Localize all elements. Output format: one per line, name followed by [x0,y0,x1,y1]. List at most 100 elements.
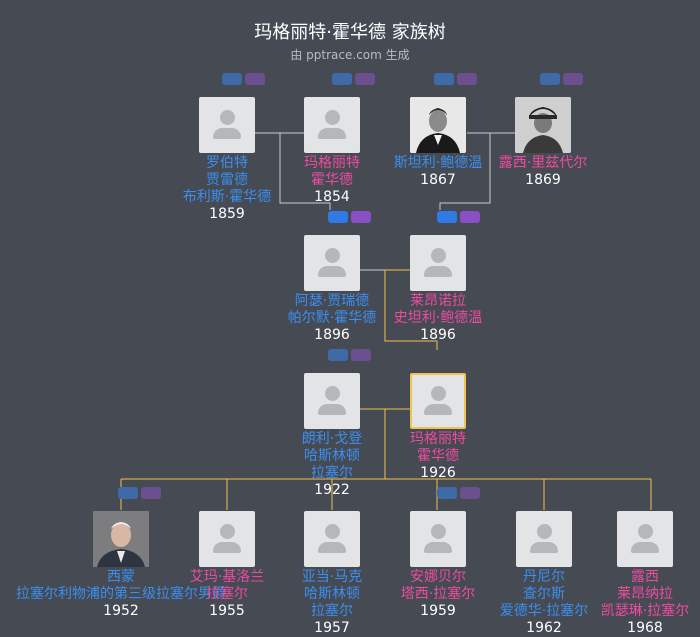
avatar-placeholder [304,97,360,153]
person-name: 玛格丽特 霍华德 [277,155,387,189]
portrait-photo [93,511,149,567]
expand-father-badge[interactable] [437,211,457,223]
expand-father-badge[interactable] [540,73,560,85]
person-name: 莱昂诺拉 史坦利·鲍德温 [383,293,493,327]
person-name: 阿瑟·贾瑞德 帕尔默·霍华德 [277,293,387,327]
page-title: 玛格丽特·霍华德 家族树 [254,22,446,43]
name-line: 露西·里兹代尔 [498,155,588,171]
expand-badges[interactable] [328,349,372,363]
person-card[interactable]: 斯坦利·鲍德温 1867 [383,97,493,189]
expand-father-badge[interactable] [328,211,348,223]
name-line: 莱昂诺拉 [410,293,466,309]
expand-mother-badge[interactable] [245,73,265,85]
expand-badges[interactable] [437,487,481,501]
name-line: 拉塞尔 [206,586,248,602]
expand-badges[interactable] [222,73,266,87]
expand-father-badge[interactable] [328,349,348,361]
person-name: 安娜贝尔 塔西·拉塞尔 [383,569,493,603]
name-line: 艾玛·基洛兰 [189,569,265,585]
birth-year: 1959 [420,603,456,619]
name-line: 塔西·拉塞尔 [400,586,476,602]
portrait-photo [410,97,466,153]
person-name: 罗伯特 贾雷德 布利斯·霍华德 [172,155,282,206]
name-line: 哈斯林顿 [304,586,360,602]
person-card[interactable]: 亚当·马克 哈斯林顿 拉塞尔 1957 [277,511,387,637]
expand-father-badge[interactable] [222,73,242,85]
person-name: 露西·里兹代尔 [488,155,598,172]
name-line: 丹尼尔 [523,569,565,585]
expand-mother-badge[interactable] [351,211,371,223]
expand-badges[interactable] [540,73,584,87]
person-card[interactable]: 露西·里兹代尔 1869 [488,97,598,189]
name-line: 西蒙 [107,569,135,585]
expand-father-badge[interactable] [332,73,352,85]
person-name: 露西 莱昂纳拉 凯瑟琳·拉塞尔 [590,569,700,620]
name-line: 史坦利·鲍德温 [393,310,483,326]
person-card[interactable]: 丹尼尔 查尔斯 爱德华·拉塞尔 1962 [489,511,599,637]
person-card[interactable]: 西蒙 拉塞尔利物浦的第三级拉塞尔男爵 1952 [16,511,226,620]
avatar-placeholder [410,511,466,567]
name-line: 玛格丽特 [304,155,360,171]
avatar-placeholder [617,511,673,567]
person-name: 亚当·马克 哈斯林顿 拉塞尔 [277,569,387,620]
expand-mother-badge[interactable] [563,73,583,85]
expand-father-badge[interactable] [434,73,454,85]
expand-mother-badge[interactable] [460,211,480,223]
name-line: 霍华德 [417,448,459,464]
person-card[interactable]: 安娜贝尔 塔西·拉塞尔 1959 [383,511,493,620]
person-card[interactable]: 阿瑟·贾瑞德 帕尔默·霍华德 1896 [277,235,387,344]
birth-year: 1922 [314,482,350,498]
connector-line [439,132,491,210]
avatar-placeholder [410,235,466,291]
expand-badges[interactable] [437,211,481,225]
person-name: 丹尼尔 查尔斯 爱德华·拉塞尔 [489,569,599,620]
name-line: 亚当·马克 [301,569,363,585]
name-line: 罗伯特 [206,155,248,171]
name-line: 拉塞尔利物浦的第三级拉塞尔男爵 [16,586,226,602]
birth-year: 1896 [314,327,350,343]
expand-mother-badge[interactable] [460,487,480,499]
birth-year: 1896 [420,327,456,343]
name-line: 查尔斯 [523,586,565,602]
expand-father-badge[interactable] [118,487,138,499]
expand-badges[interactable] [118,487,162,501]
birth-year: 1867 [420,172,456,188]
expand-badges[interactable] [332,73,376,87]
person-card[interactable]: 露西 莱昂纳拉 凯瑟琳·拉塞尔 1968 [590,511,700,637]
person-name: 西蒙 拉塞尔利物浦的第三级拉塞尔男爵 [16,569,226,603]
name-line: 哈斯林顿 [304,448,360,464]
person-card[interactable]: 罗伯特 贾雷德 布利斯·霍华德 1859 [172,97,282,223]
avatar-placeholder [199,97,255,153]
connector-line [255,132,331,210]
name-line: 露西 [631,569,659,585]
person-card[interactable]: 莱昂诺拉 史坦利·鲍德温 1896 [383,235,493,344]
person-card[interactable]: 朗利·戈登 哈斯林顿 拉塞尔 1922 [277,373,387,499]
avatar-placeholder [304,235,360,291]
name-line: 霍华德 [311,172,353,188]
expand-mother-badge[interactable] [355,73,375,85]
name-line: 爱德华·拉塞尔 [499,603,589,619]
avatar-placeholder [516,511,572,567]
expand-badges[interactable] [328,211,372,225]
name-line: 拉塞尔 [311,603,353,619]
birth-year: 1955 [209,603,245,619]
person-name: 朗利·戈登 哈斯林顿 拉塞尔 [277,431,387,482]
name-line: 阿瑟·贾瑞德 [294,293,370,309]
portrait-photo [515,97,571,153]
expand-father-badge[interactable] [437,487,457,499]
birth-year: 1854 [314,189,350,205]
expand-badges[interactable] [434,73,478,87]
avatar-placeholder [199,511,255,567]
connector-line [384,270,438,350]
person-card[interactable]: 玛格丽特 霍华德 1854 [277,97,387,206]
name-line: 布利斯·霍华德 [182,189,272,205]
person-card-selected[interactable]: 玛格丽特 霍华德 1926 [383,373,493,482]
expand-mother-badge[interactable] [457,73,477,85]
birth-year: 1957 [314,620,350,636]
name-line: 拉塞尔 [311,465,353,481]
page-subtitle: 由 pptrace.com 生成 [290,48,410,62]
person-card[interactable]: 艾玛·基洛兰 拉塞尔 1955 [172,511,282,620]
expand-mother-badge[interactable] [351,349,371,361]
expand-mother-badge[interactable] [141,487,161,499]
birth-year: 1952 [103,603,139,619]
